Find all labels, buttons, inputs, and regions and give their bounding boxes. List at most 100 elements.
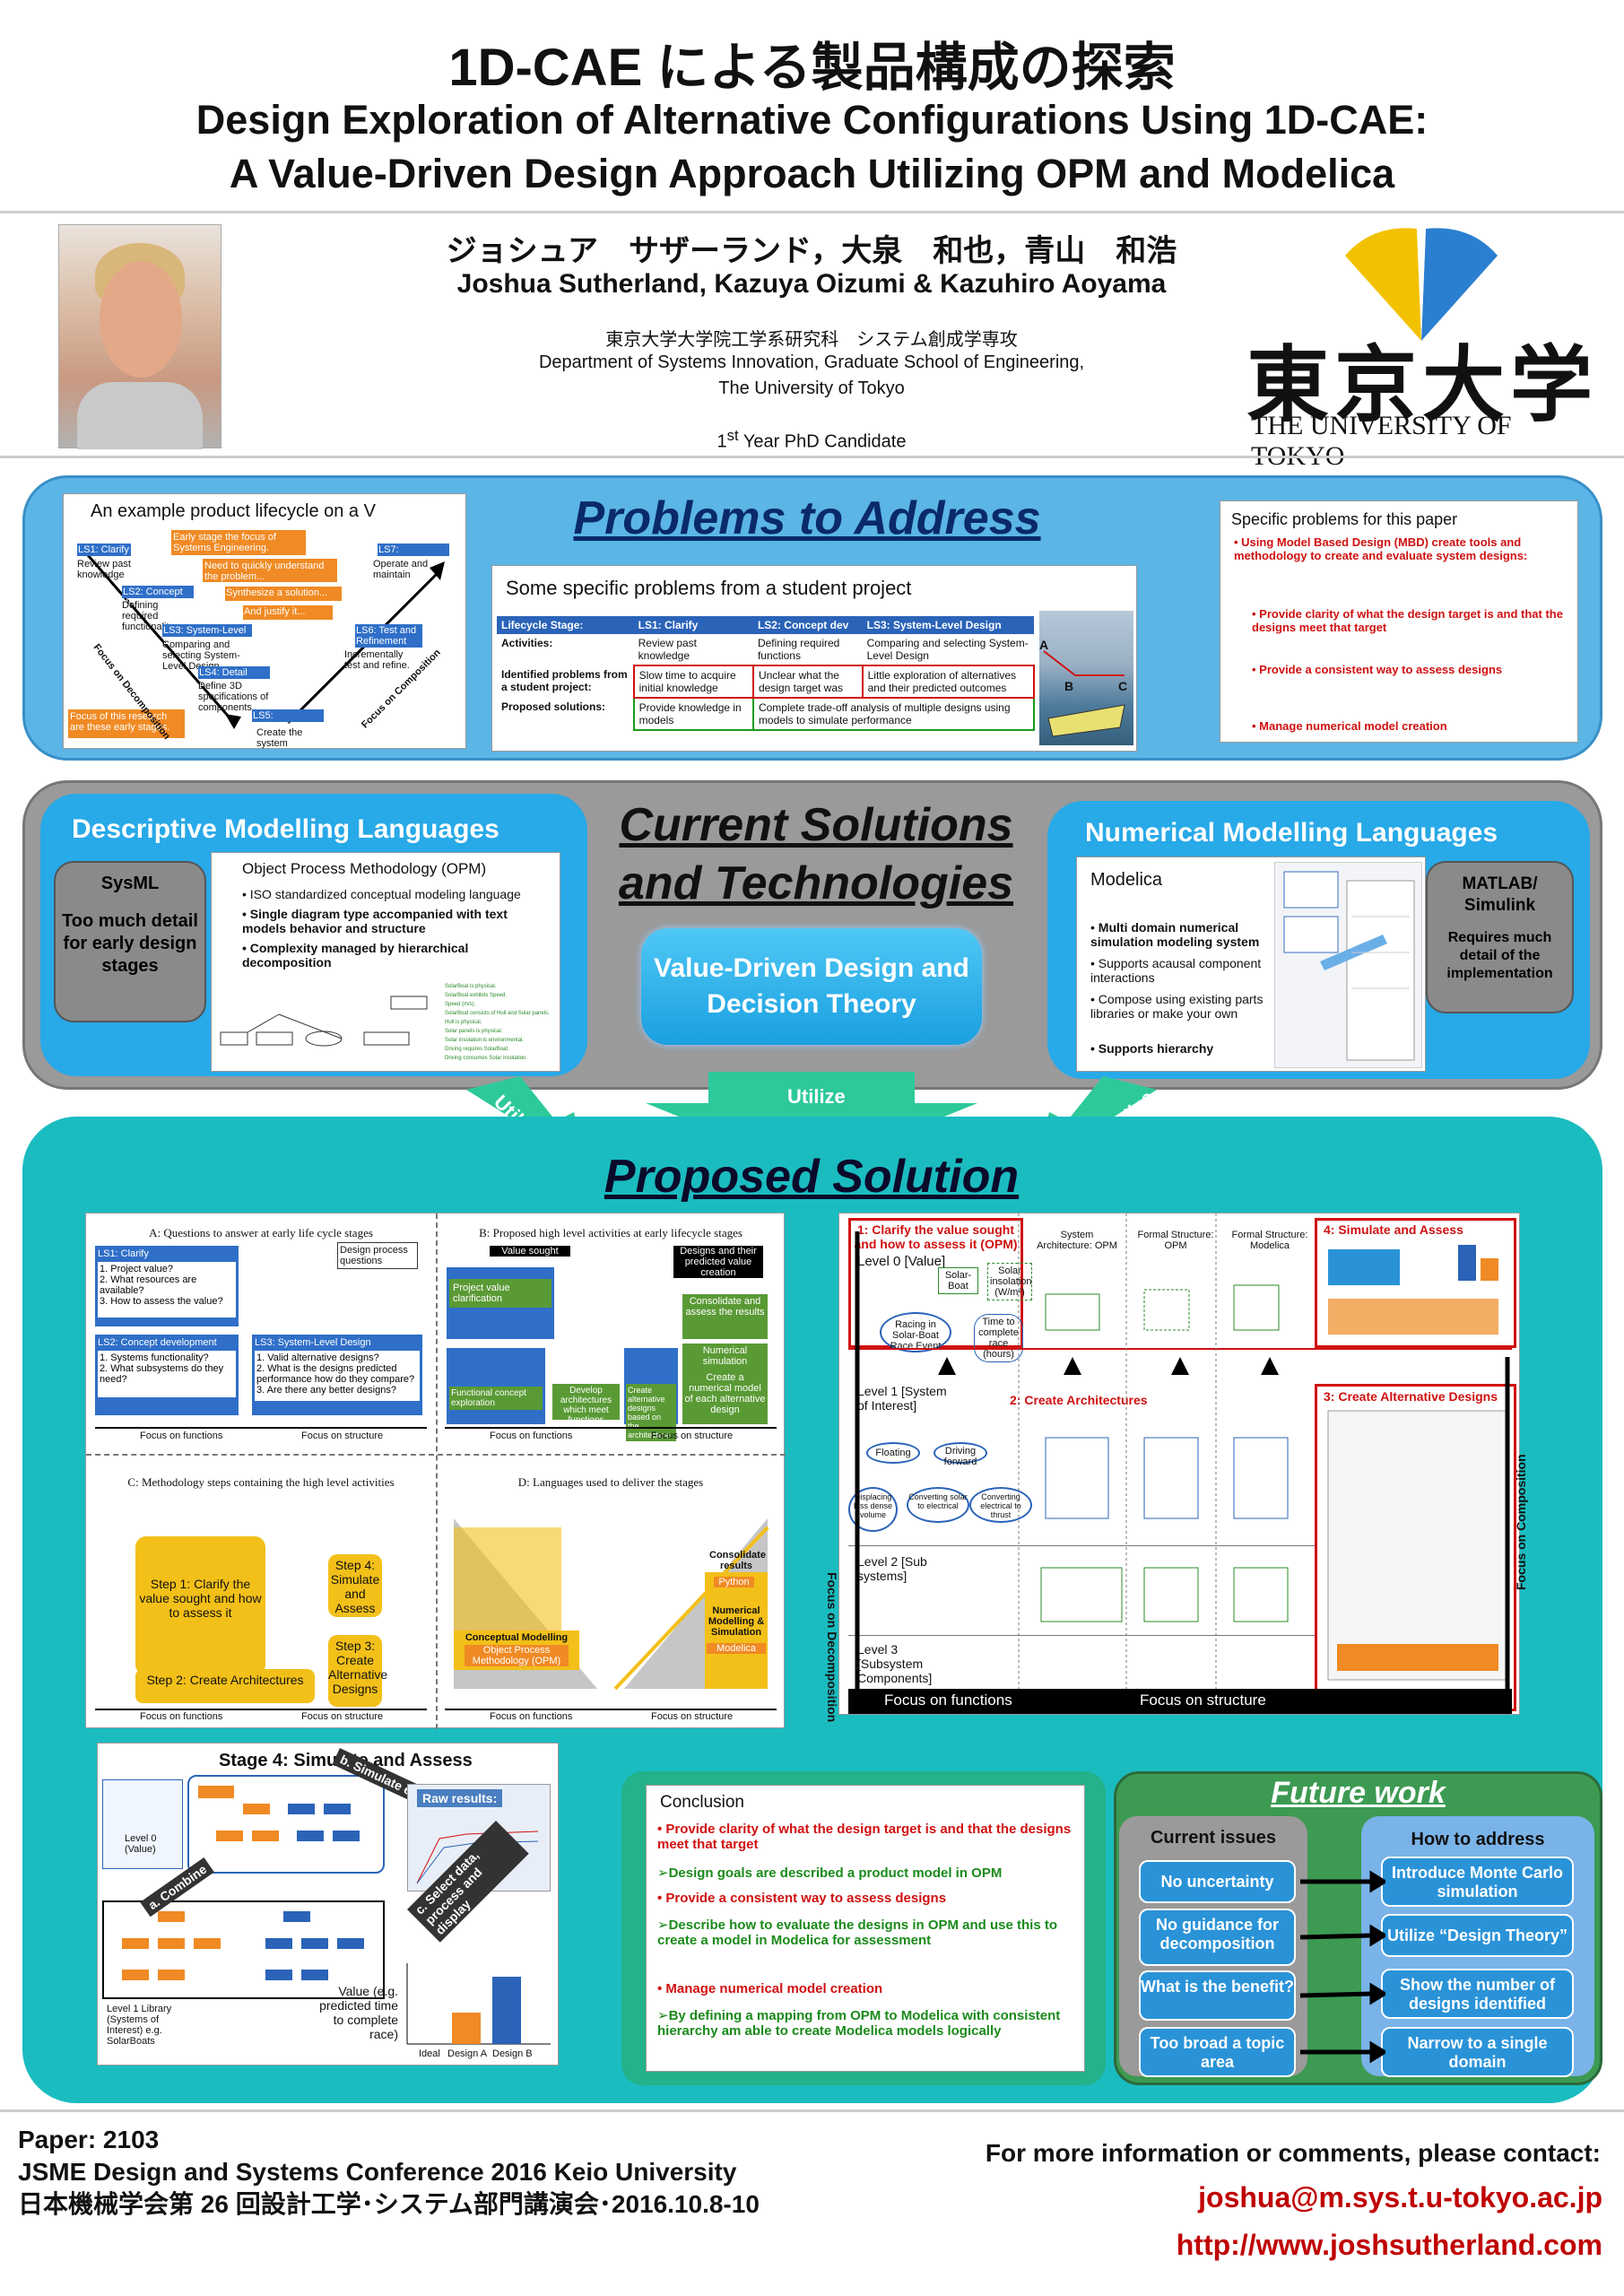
title-japanese: 1D-CAE による製品構成の探索 xyxy=(448,39,1176,97)
quad-a-ls3-q1: 1. Valid alternative designs? xyxy=(256,1352,379,1363)
specific-item-3-text: Provide a consistent way to assess desig… xyxy=(1259,663,1503,676)
v-note-5: Focus of this research are these early s… xyxy=(68,709,185,738)
driving-node: Driving forward xyxy=(934,1442,987,1467)
footer-conference: JSME Design and Systems Conference 2016 … xyxy=(18,2158,737,2186)
opm-item-1-text: ISO standardized conceptual modeling lan… xyxy=(249,887,521,901)
modelica-screenshot xyxy=(1274,862,1422,1068)
logo-english-text: THE UNIVERSITY OF TOKYO xyxy=(1251,411,1512,471)
authors-japanese: ジョシュア サザーランド，大泉 和也，青山 和浩 xyxy=(446,234,1177,268)
svg-text:Solar panels is physical.: Solar panels is physical. xyxy=(445,1029,503,1034)
specific-item-3: • Provide a consistent way to assess des… xyxy=(1252,663,1503,676)
quad-b-axis xyxy=(445,1427,777,1429)
v-stage-ls4: LS4: Detail Design xyxy=(198,666,270,689)
quad-b-designs: Designs and their predicted value creati… xyxy=(673,1246,763,1278)
quad-a-ls1-questions: 1. Project value? 2. What resources are … xyxy=(98,1262,236,1318)
current-title-line1: Current Solutions xyxy=(619,799,1013,851)
footer-email-link[interactable]: joshua@m.sys.t.u-tokyo.ac.jp xyxy=(1198,2181,1602,2213)
authors-english: Joshua Sutherland, Kazuya Oizumi & Kazuh… xyxy=(456,269,1167,299)
footer-website-link[interactable]: http://www.joshsutherland.com xyxy=(1176,2229,1602,2261)
level-2-divider xyxy=(848,1545,1315,1546)
svg-text:Solar insolation is environmen: Solar insolation is environmental. xyxy=(445,1038,524,1043)
table-header-cell: LS2: Concept dev xyxy=(752,616,863,634)
specific-item-1-text: Using Model Based Design (MBD) create to… xyxy=(1234,535,1528,562)
bar-label-ideal: Ideal xyxy=(419,2048,440,2059)
modelica-title: Modelica xyxy=(1090,870,1163,890)
v-note-4: And justify it... xyxy=(243,605,333,620)
quad-d-conceptual: Conceptual Modelling Object Process Meth… xyxy=(454,1631,579,1670)
specific-item-4-text: Manage numerical model creation xyxy=(1259,719,1447,733)
table-cell: Activities: xyxy=(501,637,553,649)
stage4-level0-label: Level 0 (Value) xyxy=(125,1833,157,1855)
specific-item-1: • Using Model Based Design (MBD) create … xyxy=(1234,535,1528,562)
quad-b-focus-functions: Focus on functions xyxy=(490,1431,573,1441)
opm-item-2: • Single diagram type accompanied with t… xyxy=(242,907,508,935)
remedy-design-theory: Utilize “Design Theory” xyxy=(1381,1914,1574,1957)
quadrant-divider-vertical xyxy=(436,1213,438,1729)
value-axis-label: Value (e.g. predicted time to complete r… xyxy=(319,1984,398,2041)
v-stage-ls1-desc: Review past knowledge xyxy=(77,559,131,580)
quad-a-ls1-q2: 2. What resources are available? xyxy=(100,1274,197,1296)
hierarchy-focus-decomposition: Focus on Decomposition xyxy=(825,1572,839,1723)
conclusion-item-2-text: Design goals are described a product mod… xyxy=(668,1866,1003,1881)
quad-a-ls2-questions: 1. Systems functionality? 2. What subsys… xyxy=(98,1351,236,1397)
footer-contact-label: For more information or comments, please… xyxy=(985,2139,1601,2167)
quad-b-ls2-box: Functional concept exploration xyxy=(447,1348,545,1424)
modelica-diagram-icon xyxy=(1283,871,1415,1061)
level-3-divider xyxy=(848,1635,1315,1636)
quad-d-focus-functions: Focus on functions xyxy=(490,1711,573,1722)
quad-b-focus-structure: Focus on structure xyxy=(651,1431,734,1441)
quad-a-ls3-q2: 2. What is the designs predicted perform… xyxy=(256,1363,415,1385)
formal-structure-modelica-header: Formal Structure: Modelica xyxy=(1231,1230,1308,1251)
quad-b-create-alt: Create alternative designs based on the … xyxy=(626,1384,676,1441)
hierarchy-axis-bar xyxy=(848,1689,1512,1714)
v-stage-ls2-desc: Defining required functionality xyxy=(122,600,175,632)
conclusion-item-1-text: Provide clarity of what the design targe… xyxy=(657,1822,1072,1852)
problems-title: Problems to Address xyxy=(573,492,1041,544)
table-cell: Slow time to acquire initial knowledge xyxy=(632,665,754,699)
quad-a-ls1-q1-text: Project value? xyxy=(110,1264,173,1274)
quad-a-ls1-q1: 1. Project value? xyxy=(100,1264,173,1274)
hierarchy-figure: 1: Clarify the value sought and how to a… xyxy=(825,1213,1528,1722)
v-stage-ls2: LS2: Concept dev xyxy=(122,586,194,608)
quad-b-consolidate: Consolidate and assess the results xyxy=(682,1294,768,1339)
quad-a-ls3-q3: 3. Are there any better designs? xyxy=(256,1385,396,1396)
quad-a-ls3-q3-text: Are there any better designs? xyxy=(266,1385,396,1396)
matlab-text: Requires much detail of the implementati… xyxy=(1446,930,1553,981)
table-cell: Little exploration of alternatives and t… xyxy=(861,665,1036,699)
affiliation-english-2: The University of Tokyo xyxy=(718,378,905,398)
year-suffix: st xyxy=(726,427,739,444)
sysml-title: SysML xyxy=(100,874,160,893)
conclusion-item-3-text: Provide a consistent way to assess desig… xyxy=(665,1891,947,1906)
v-stage-ls4-desc: Define 3D specifications of components. xyxy=(198,681,269,713)
v-note-3: Synthesize a solution... xyxy=(225,587,342,601)
how-to-address-title: How to address xyxy=(1411,1830,1545,1849)
svg-text:SolarBoat is physical.: SolarBoat is physical. xyxy=(445,984,497,989)
quad-d-axis xyxy=(445,1709,777,1710)
svg-text:Driving consumes Solar insolat: Driving consumes Solar insolation. xyxy=(445,1056,527,1061)
specific-item-4: • Manage numerical model creation xyxy=(1252,719,1447,733)
quad-a-ls3-q2-text: What is the designs predicted performanc… xyxy=(256,1363,415,1385)
student-problems-box: Some specific problems from a student pr… xyxy=(491,565,1137,752)
quad-c-step3: Step 3: Create Alternative Designs xyxy=(328,1635,387,1707)
author-photo xyxy=(58,224,221,449)
formal-structure-opm-header: Formal Structure: OPM xyxy=(1137,1230,1214,1251)
utilize-label-center: Utilize xyxy=(787,1085,846,1108)
photo-face xyxy=(100,261,182,378)
stage4-level1-library xyxy=(102,1900,385,1999)
step4-red-frame xyxy=(1315,1218,1516,1348)
issue-too-broad: Too broad a topic area xyxy=(1139,2027,1296,2077)
year-rest: Year PhD Candidate xyxy=(738,431,907,452)
modelica-item-4-text: Supports hierarchy xyxy=(1098,1041,1214,1056)
modelica-item-1-text: Multi domain numerical simulation modeli… xyxy=(1090,920,1260,949)
hierarchy-connectors-icon xyxy=(848,1213,1510,1711)
conclusion-item-6-text: By defining a mapping from OPM to Modeli… xyxy=(657,2008,1061,2039)
quad-c-step2: Step 2: Create Architectures xyxy=(135,1669,315,1703)
quad-d-numerical-label: Numerical Modelling & Simulation xyxy=(708,1605,765,1638)
map-label-c: C xyxy=(1118,679,1128,693)
issue-what-benefit: What is the benefit? xyxy=(1139,1970,1296,2021)
stage4-level0-models xyxy=(187,1775,385,1874)
affiliation-english-1: Department of Systems Innovation, Gradua… xyxy=(538,352,1085,372)
opm-diagram-icon: SolarBoat is physical. SolarBoat exhibit… xyxy=(220,984,550,1061)
table-cell: Identified problems from a student proje… xyxy=(501,668,628,693)
quad-a-focus-structure: Focus on structure xyxy=(301,1431,384,1441)
